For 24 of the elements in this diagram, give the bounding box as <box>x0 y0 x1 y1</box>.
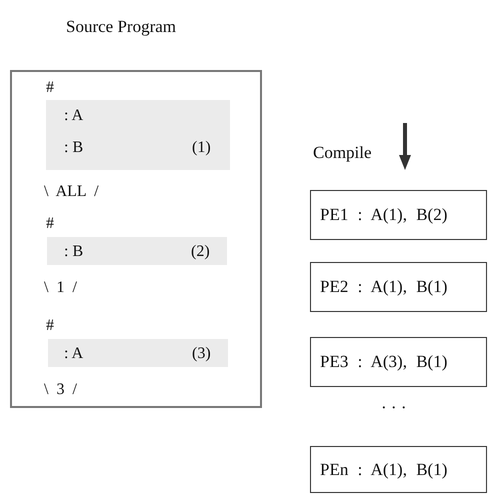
process-box <box>310 190 487 240</box>
step-label: Compile <box>313 142 372 164</box>
process-label: PE2 : A(1), B(1) <box>320 276 448 298</box>
process-label: PE1 : A(1), B(2) <box>320 204 448 226</box>
code-line: \ 3 / <box>44 380 77 400</box>
process-box <box>310 262 487 312</box>
process-label: PE3 : A(3), B(1) <box>320 351 448 374</box>
code-line: # <box>46 316 54 336</box>
code-line: : A <box>64 106 84 126</box>
process-box <box>310 446 487 493</box>
code-line: \ ALL / <box>44 182 99 202</box>
process-label: PEn : A(1), B(1) <box>320 458 448 481</box>
code-line: (1) <box>192 138 211 158</box>
panel-heading: Source Program <box>66 16 176 38</box>
ellipsis: · · · <box>381 397 406 419</box>
code-line: : A <box>64 344 84 364</box>
code-line: (2) <box>191 242 210 262</box>
code-line: : B <box>64 138 84 158</box>
process-box <box>310 337 487 387</box>
code-line: (3) <box>192 344 211 364</box>
code-line: : B <box>64 242 84 262</box>
code-line: # <box>46 78 54 98</box>
code-line: \ 1 / <box>44 278 77 298</box>
code-line: # <box>46 214 54 234</box>
